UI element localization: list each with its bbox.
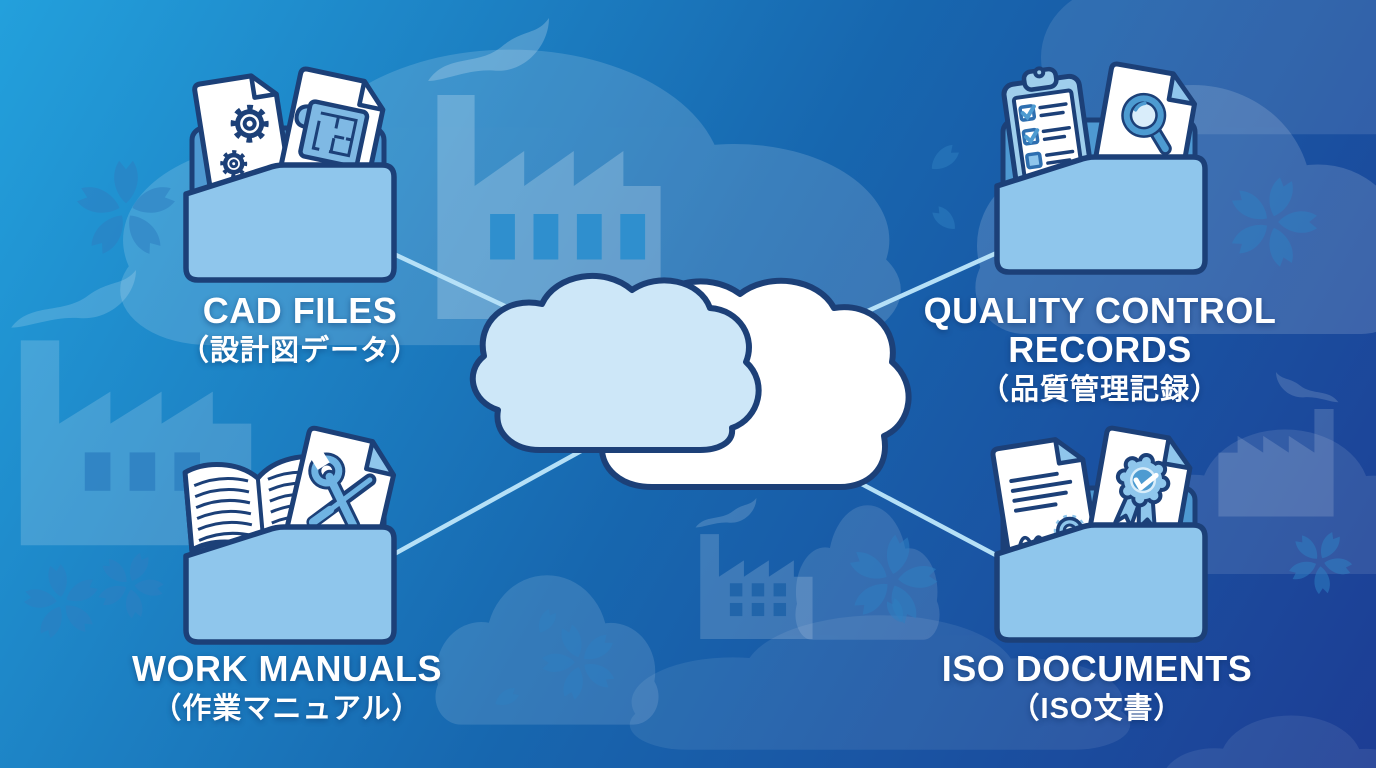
tools-document-icon bbox=[282, 425, 397, 563]
cad-files-folder-icon bbox=[186, 66, 394, 280]
cloud-icon bbox=[469, 273, 912, 490]
folder-front bbox=[186, 165, 394, 280]
magnifier-document-icon bbox=[1093, 61, 1197, 179]
work-manuals-folder-icon bbox=[182, 425, 400, 642]
check-icon bbox=[1133, 472, 1159, 491]
iso-documents-folder-icon bbox=[990, 425, 1205, 640]
folder-front bbox=[186, 527, 394, 642]
folder-front bbox=[997, 157, 1205, 272]
cloud-silhouette bbox=[1039, 0, 1376, 135]
cloud-front-shape bbox=[469, 273, 762, 453]
folder-front bbox=[997, 525, 1205, 640]
quality-control-folder-icon bbox=[997, 61, 1205, 272]
factory-silhouette bbox=[428, 18, 661, 319]
factory-silhouette bbox=[695, 498, 813, 640]
